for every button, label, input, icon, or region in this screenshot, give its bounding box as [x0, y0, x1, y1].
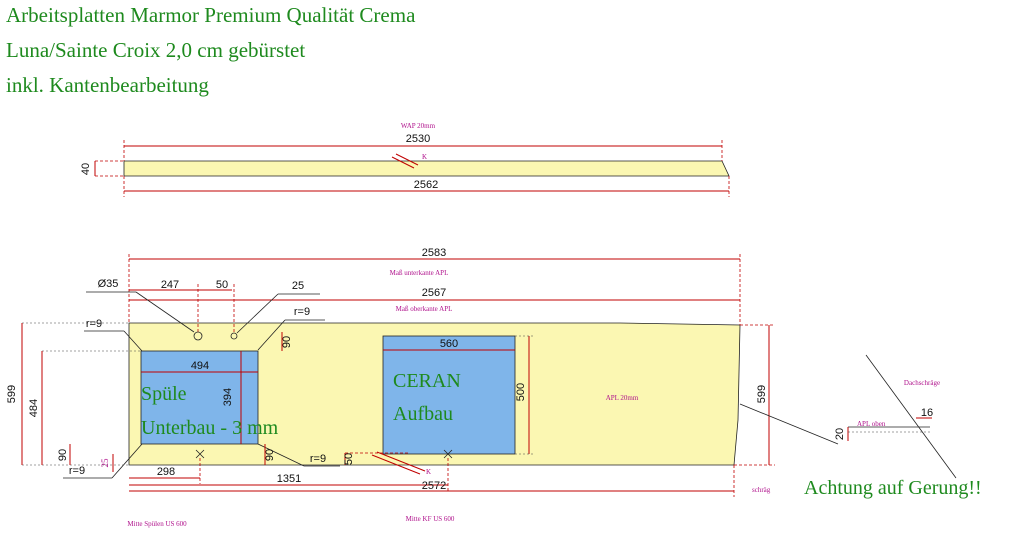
radius-top-mid: r=9 [294, 306, 310, 318]
wap-strip: WAP 20mm 2530 K 2562 40 [80, 122, 730, 197]
hole-d35: Ø35 [98, 278, 119, 290]
ceran-cutout: 560 500 CERAN Aufbau [382, 335, 535, 455]
apl-dim-front: 2572 [422, 480, 446, 492]
ceran-depth: 500 [515, 383, 527, 401]
sink-back-margin: 90 [281, 336, 293, 348]
joint-depth-50: 50 [343, 453, 355, 465]
apl-label: APL 20mm [606, 394, 639, 402]
apl-dim-total: 2583 [422, 247, 446, 259]
apl-top-label: APL oben [857, 420, 886, 428]
apl-depth-left: 599 [6, 385, 18, 403]
ceran-center-offset: 1351 [277, 473, 301, 485]
wap-label: WAP 20mm [401, 122, 436, 130]
hole-spacing-50: 50 [216, 279, 228, 291]
sink-mount-label: Unterbau - 3 mm [141, 417, 279, 439]
apl-dim-inner: 2567 [422, 287, 446, 299]
wap-dim-top: 2530 [406, 133, 430, 145]
roof-slope-label: Dachschräge [904, 379, 940, 387]
sink-center-offset: 298 [157, 466, 175, 478]
radius-bottom-mid: r=9 [310, 453, 326, 465]
sink-cutout: 494 394 90 90 Spüle Unterbau - 3 mm [140, 332, 293, 465]
wap-dim-height: 40 [80, 163, 92, 175]
miter-warning: Achtung auf Gerung!! [804, 477, 982, 499]
hole-offset-247: 247 [161, 279, 179, 291]
sink-center-note: Mitte Spülen US 600 [127, 520, 187, 528]
sink-bottom-margin-left: 90 [57, 449, 69, 461]
title-line-1: Arbeitsplatten Marmor Premium Qualität C… [6, 3, 416, 27]
ceran-width: 560 [440, 338, 458, 350]
sink-bottom-margin-right: 90 [264, 449, 276, 461]
radius-bottom-left: r=9 [69, 465, 85, 477]
sink-width: 494 [191, 360, 209, 372]
title-line-2: Luna/Sainte Croix 2,0 cm gebürstet [6, 38, 306, 62]
ceran-mount-label: Aufbau [393, 403, 453, 425]
apl-mass-oberkante: Maß oberkante APL [396, 305, 453, 313]
apl-depth-right: 599 [756, 385, 768, 403]
hole-d25: 25 [292, 280, 304, 292]
apl-countertop: 2583 Maß unterkante APL 2567 Maß oberkan… [6, 247, 839, 528]
detail-dim-20: 20 [834, 428, 846, 440]
sink-depth: 394 [222, 388, 234, 406]
slant-note: schräg [752, 486, 771, 494]
wap-dim-bottom: 2562 [414, 179, 438, 191]
sink-label: Spüle [141, 383, 187, 405]
apl-k-mark: K [426, 468, 431, 476]
apl-mass-unterkante: Maß unterkante APL [390, 269, 449, 277]
title-line-3: inkl. Kantenbearbeitung [6, 73, 209, 97]
front-overhang-25: 25 [100, 458, 110, 468]
wap-k-mark: K [422, 153, 427, 161]
sink-front-offset: 484 [28, 399, 40, 417]
ceran-center-note: Mitte KF US 600 [406, 515, 455, 523]
detail-dim-16: 16 [921, 407, 933, 419]
detail-roof-slope: 16 Dachschräge APL oben 20 [834, 354, 957, 479]
ceran-label: CERAN [393, 370, 461, 392]
radius-top-left: r=9 [86, 318, 102, 330]
